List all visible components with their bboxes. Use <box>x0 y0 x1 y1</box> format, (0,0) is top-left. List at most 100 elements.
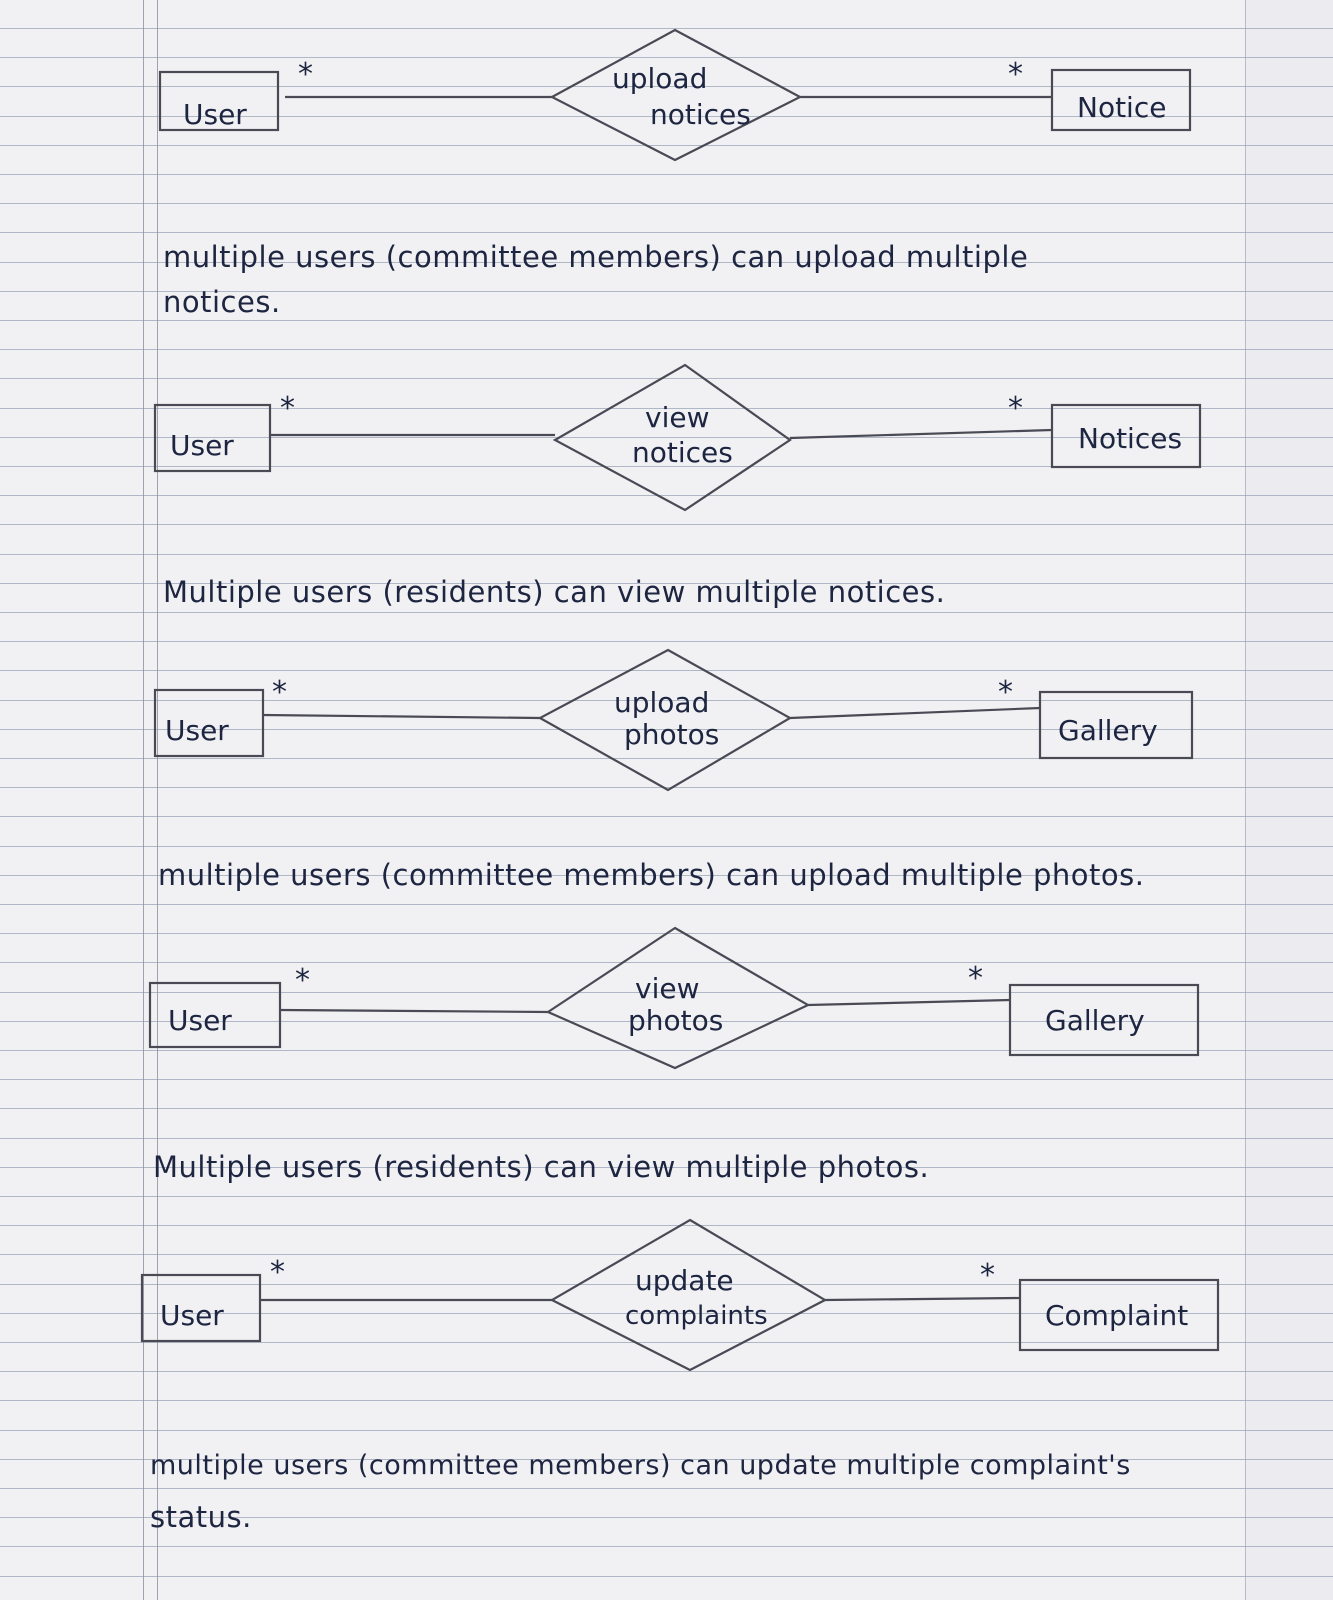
cardinality-right: * <box>1008 57 1023 92</box>
connector-left <box>279 1008 549 1014</box>
relationship-label-line1: upload <box>614 686 709 719</box>
entity-label-complaint: Complaint <box>1045 1299 1188 1332</box>
cardinality-left: * <box>280 391 295 426</box>
ruled-line <box>0 962 1333 963</box>
ruled-line <box>0 904 1333 905</box>
relationship-diamond <box>549 28 803 162</box>
relationship-label-line2: notices <box>650 98 751 131</box>
connector-right <box>807 998 1011 1007</box>
description-3-line1: multiple users (committee members) can u… <box>158 858 1145 892</box>
connector-right <box>824 1296 1021 1302</box>
ruled-line <box>0 203 1333 204</box>
ruled-line <box>0 1430 1333 1431</box>
ruled-line <box>0 57 1333 58</box>
ruled-line <box>0 291 1333 292</box>
entity-label-user: User <box>165 714 229 747</box>
relationship-update-complaints: User * update complaints * Complaint <box>140 1218 1220 1372</box>
ruled-line <box>0 700 1333 701</box>
ruled-line <box>0 846 1333 847</box>
ruled-line <box>0 1459 1333 1460</box>
ruled-line <box>0 262 1333 263</box>
ruled-line <box>0 1167 1333 1168</box>
ruled-line <box>0 670 1333 671</box>
entity-label-notice: Notice <box>1077 91 1166 124</box>
ruled-line <box>0 1313 1333 1314</box>
ruled-line <box>0 1576 1333 1577</box>
ruled-line <box>0 1371 1333 1372</box>
ruled-line <box>0 641 1333 642</box>
ruled-line <box>0 495 1333 496</box>
relationship-label-line2: photos <box>628 1004 723 1037</box>
relationship-view-photos: User * view photos * Gallery <box>148 926 1200 1070</box>
relationship-diamond <box>545 926 811 1070</box>
ruled-line <box>0 787 1333 788</box>
ruled-line <box>0 992 1333 993</box>
relationship-label-line1: view <box>645 401 709 434</box>
entity-label-user: User <box>170 429 234 462</box>
description-2-line1: Multiple users (residents) can view mult… <box>163 575 946 609</box>
cardinality-right: * <box>1008 391 1023 426</box>
relationship-label-line1: update <box>635 1264 734 1297</box>
description-4-line1: Multiple users (residents) can view mult… <box>153 1150 930 1184</box>
ruled-line <box>0 729 1333 730</box>
ruled-line <box>0 378 1333 379</box>
entity-label-gallery: Gallery <box>1058 714 1158 747</box>
ruled-line <box>0 28 1333 29</box>
margin-line <box>143 0 144 1600</box>
ruled-line <box>0 758 1333 759</box>
entity-box-notice <box>1050 68 1192 132</box>
relationship-label-line2: complaints <box>625 1301 768 1331</box>
ruled-line <box>0 1225 1333 1226</box>
ruled-line <box>0 875 1333 876</box>
cardinality-right: * <box>968 961 983 996</box>
ruled-line <box>0 466 1333 467</box>
ruled-line <box>0 1284 1333 1285</box>
entity-label-notices: Notices <box>1078 422 1182 455</box>
ruled-line <box>0 86 1333 87</box>
relationship-view-notices: User * view notices * Notices <box>153 363 1202 512</box>
relationship-upload-notices: User * upload notices * Notice <box>158 28 1192 162</box>
ruled-line <box>0 1050 1333 1051</box>
ruled-line <box>0 1138 1333 1139</box>
ruled-line <box>0 408 1333 409</box>
cardinality-right: * <box>998 675 1013 710</box>
ruled-line <box>0 816 1333 817</box>
relationship-label-line1: view <box>635 972 699 1005</box>
description-5-line2: status. <box>150 1500 252 1534</box>
ruled-line <box>0 524 1333 525</box>
relationship-label-line2: photos <box>624 718 719 751</box>
ruled-line <box>0 320 1333 321</box>
description-1-line2: notices. <box>163 285 281 319</box>
entity-box-user <box>148 981 282 1049</box>
entity-box-user <box>153 688 265 758</box>
description-1-line1: multiple users (committee members) can u… <box>163 240 1029 274</box>
ruled-line <box>0 437 1333 438</box>
ruled-line <box>0 583 1333 584</box>
description-5-line1: multiple users (committee members) can u… <box>150 1450 1131 1481</box>
relationship-diamond <box>549 1218 828 1372</box>
cardinality-left: * <box>298 57 313 92</box>
ruled-line <box>0 1488 1333 1489</box>
cardinality-left: * <box>270 1255 285 1290</box>
entity-box-notices <box>1050 403 1202 469</box>
ruled-line <box>0 232 1333 233</box>
connector-right <box>789 706 1041 720</box>
ruled-line <box>0 1400 1333 1401</box>
ruled-line <box>0 1517 1333 1518</box>
relationship-diamond <box>537 648 793 792</box>
entity-label-user: User <box>160 1299 224 1332</box>
ruled-line <box>0 1342 1333 1343</box>
ruled-line <box>0 145 1333 146</box>
connector-left <box>262 713 541 720</box>
cardinality-left: * <box>272 675 287 710</box>
entity-label-user: User <box>168 1004 232 1037</box>
ruled-line <box>0 612 1333 613</box>
ruled-line <box>0 1021 1333 1022</box>
relationship-diamond <box>552 363 792 512</box>
relationship-label-line2: notices <box>632 436 733 469</box>
ruled-line <box>0 1546 1333 1547</box>
entity-box-user <box>153 403 272 473</box>
entity-label-gallery: Gallery <box>1045 1004 1145 1037</box>
